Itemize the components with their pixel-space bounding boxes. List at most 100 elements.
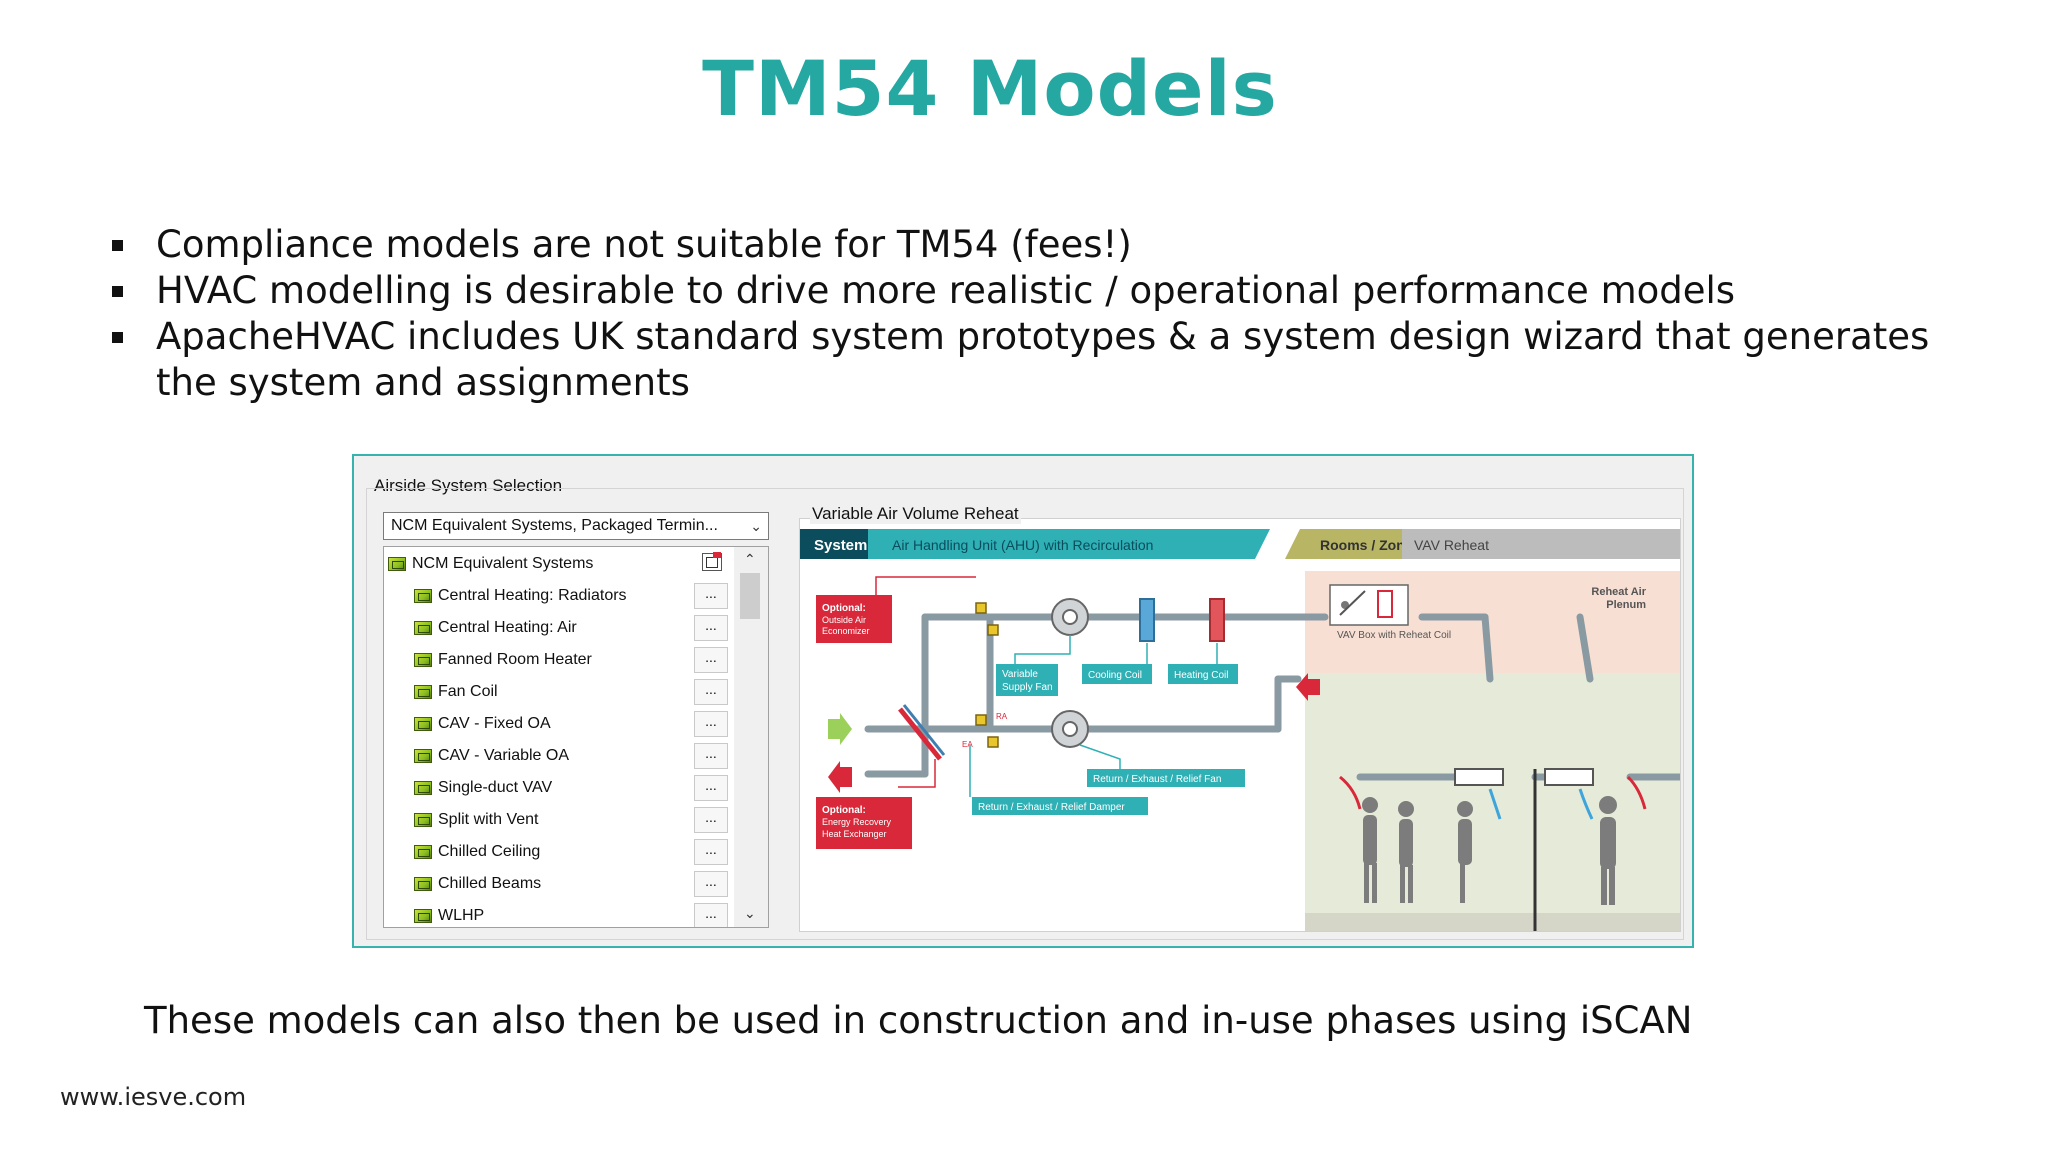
list-item-label: Chilled Ceiling [438, 843, 541, 860]
system-tab-label: System [814, 537, 867, 554]
list-item-label: Fanned Room Heater [438, 651, 592, 668]
heating-coil-callout: Heating Coil [1168, 664, 1238, 684]
more-button[interactable]: ... [694, 807, 728, 833]
dampers [975, 602, 999, 748]
bullet-list: Compliance models are not suitable for T… [108, 222, 1988, 406]
system-icon [414, 588, 432, 603]
list-item[interactable]: WLHP [414, 901, 485, 927]
more-button[interactable]: ... [694, 583, 728, 609]
plenum-label-2: Plenum [1606, 599, 1646, 611]
more-button[interactable]: ... [694, 711, 728, 737]
airside-group-title: Airside System Selection [374, 476, 563, 495]
system-icon [414, 844, 432, 859]
rooms-tab [1285, 529, 1402, 559]
system-category-dropdown[interactable]: NCM Equivalent Systems, Packaged Termin.… [383, 512, 769, 540]
list-item[interactable]: Fan Coil [414, 677, 498, 707]
economizer-label-2: Outside Air [822, 615, 866, 625]
list-item[interactable]: CAV - Variable OA [414, 741, 569, 771]
heat-exchanger-label-3: Heat Exchanger [822, 829, 887, 839]
outside-air-arrow [828, 713, 852, 745]
bullet-marker [112, 240, 123, 251]
list-item-label: Split with Vent [438, 811, 539, 828]
closing-statement: These models can also then be used in co… [144, 999, 1693, 1042]
list-item-label: Fan Coil [438, 683, 498, 700]
bullet-item: Compliance models are not suitable for T… [108, 222, 1988, 268]
vav-reheat-diagram: System Air Handling Unit (AHU) with Reci… [799, 518, 1681, 932]
more-button[interactable]: ... [694, 903, 728, 927]
vav-box-label: VAV Box with Reheat Coil [1337, 630, 1451, 641]
vav-label: VAV Reheat [1414, 537, 1489, 553]
group-frame [366, 488, 1684, 940]
list-item[interactable]: Chilled Ceiling [414, 837, 540, 867]
heat-exchanger-label-2: Energy Recovery [822, 817, 892, 827]
plenum-label-1: Reheat Air [1591, 586, 1646, 598]
list-item-label: WLHP [438, 907, 485, 924]
list-item-label: Central Heating: Air [438, 619, 577, 636]
heating-coil-icon [1209, 598, 1225, 642]
system-icon [414, 652, 432, 667]
ea-label: EA [962, 740, 973, 749]
list-item[interactable]: Central Heating: Air [414, 613, 577, 643]
system-schematic: System Air Handling Unit (AHU) with Reci… [800, 529, 1680, 931]
list-item[interactable]: Split with Vent [414, 805, 539, 835]
more-button[interactable]: ... [694, 775, 728, 801]
heat-exchanger-icon [898, 707, 942, 761]
list-item[interactable]: Single-duct VAV [414, 773, 552, 803]
heating-coil-label: Heating Coil [1174, 670, 1228, 681]
more-button[interactable]: ... [694, 679, 728, 705]
exhaust-air-arrow [828, 761, 852, 793]
bullet-marker [112, 286, 123, 297]
airflow-arrows [1339, 775, 1647, 820]
list-item-label: CAV - Variable OA [438, 747, 570, 764]
callout-leaders [969, 635, 1218, 797]
supply-fan-callout: Variable Supply Fan [996, 664, 1058, 696]
list-item-label: CAV - Fixed OA [438, 715, 551, 732]
more-button[interactable]: ... [694, 615, 728, 641]
vav-boxes [1454, 768, 1594, 786]
scroll-thumb[interactable] [740, 573, 760, 619]
list-item[interactable]: CAV - Fixed OA [414, 709, 551, 739]
floor [1305, 913, 1680, 931]
system-icon [414, 876, 432, 891]
economizer-callout: Optional: Outside Air Economizer [816, 595, 892, 643]
apachehvac-screenshot: Airside System Selection NCM Equivalent … [352, 454, 1694, 948]
bullet-text: Compliance models are not suitable for T… [156, 223, 1132, 266]
return-damper-label: Return / Exhaust / Relief Damper [978, 802, 1125, 813]
economizer-label-1: Optional: [822, 603, 866, 614]
cooling-coil-label: Cooling Coil [1088, 670, 1142, 681]
export-icon[interactable] [702, 552, 722, 571]
ahu-header-bar [800, 529, 1270, 559]
list-scrollbar[interactable]: ⌃ ⌄ [734, 547, 768, 927]
dropdown-value: NCM Equivalent Systems, Packaged Termin.… [391, 517, 718, 534]
ra-label: RA [996, 712, 1008, 721]
list-item[interactable]: Fanned Room Heater [414, 645, 592, 675]
system-icon [414, 716, 432, 731]
scroll-down-icon[interactable]: ⌄ [744, 905, 756, 921]
bullet-item: ApacheHVAC includes UK standard system p… [108, 314, 1988, 406]
occupant-silhouettes [1362, 796, 1617, 905]
list-item-label: Chilled Beams [438, 875, 542, 892]
more-button[interactable]: ... [694, 839, 728, 865]
tree-root[interactable]: NCM Equivalent Systems [388, 549, 593, 579]
cooling-coil-callout: Cooling Coil [1082, 664, 1152, 684]
return-air-arrow [1296, 673, 1320, 701]
bullet-text: ApacheHVAC includes UK standard system p… [156, 315, 1930, 404]
return-fan-callout: Return / Exhaust / Relief Fan [1087, 769, 1245, 787]
list-item-label: Central Heating: Radiators [438, 587, 627, 604]
bullet-item: HVAC modelling is desirable to drive mor… [108, 268, 1988, 314]
scroll-up-icon[interactable]: ⌃ [744, 551, 756, 567]
bullet-marker [112, 332, 123, 343]
list-item[interactable]: Chilled Beams [414, 869, 541, 899]
more-button[interactable]: ... [694, 871, 728, 897]
ahu-label: Air Handling Unit (AHU) with Recirculati… [892, 537, 1153, 553]
system-icon [414, 684, 432, 699]
list-item[interactable]: Central Heating: Radiators [414, 581, 627, 611]
system-icon [414, 812, 432, 827]
more-button[interactable]: ... [694, 647, 728, 673]
slide-title: TM54 Models [702, 44, 1278, 133]
heat-exchanger-callout: Optional: Energy Recovery Heat Exchanger [816, 797, 912, 849]
more-button[interactable]: ... [694, 743, 728, 769]
system-icon [414, 780, 432, 795]
system-tree-list[interactable]: NCM Equivalent Systems Central Heating: … [383, 546, 769, 928]
chevron-down-icon: ⌄ [750, 518, 762, 534]
